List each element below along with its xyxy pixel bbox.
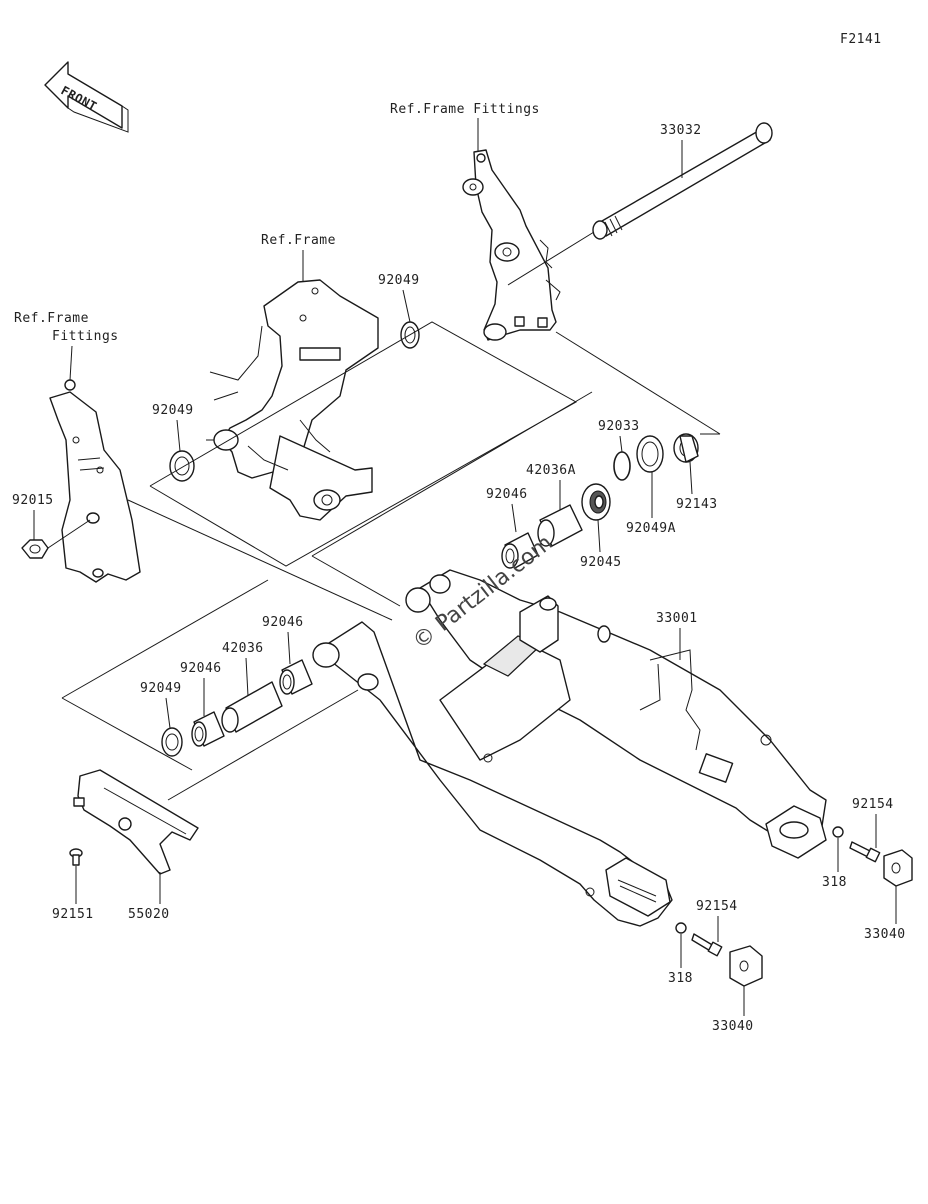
adjuster-block-33040-bottom	[729, 945, 763, 987]
label-ref-frame-fittings-top: Ref.Frame Fittings	[390, 102, 540, 117]
right-frame-fitting	[462, 149, 561, 341]
washer-92049-left	[161, 727, 183, 757]
front-arrow-icon: FRONT	[44, 61, 129, 133]
needle-bearing-92046-left	[191, 711, 225, 747]
swingarm-33001	[312, 569, 827, 927]
adjuster-block-33040-right	[883, 849, 913, 887]
nut-92015	[21, 519, 91, 559]
chain-guide-55020	[73, 769, 199, 875]
assembly-line-lower	[61, 579, 269, 699]
label-92154-right: 92154	[852, 797, 894, 812]
sleeve-42036A	[537, 504, 583, 547]
label-92015: 92015	[12, 493, 54, 508]
label-318-right: 318	[822, 875, 847, 890]
label-ref-frame-fittings-left-1: Ref.Frame	[14, 311, 89, 326]
label-55020: 55020	[128, 907, 170, 922]
label-92049A: 92049A	[626, 521, 676, 536]
assembly-box-upper	[149, 321, 578, 567]
label-92033: 92033	[598, 419, 640, 434]
label-318-bottom: 318	[668, 971, 693, 986]
label-ref-frame-fittings-left-2: Fittings	[52, 329, 119, 344]
bearing-92045	[581, 483, 611, 521]
label-92151: 92151	[52, 907, 94, 922]
assembly-line-mid	[311, 391, 593, 557]
label-ref-frame: Ref.Frame	[261, 233, 336, 248]
bolt-92154-right	[849, 841, 881, 863]
label-92049-left: 92049	[140, 681, 182, 696]
label-42036A: 42036A	[526, 463, 576, 478]
collar-318-right	[832, 826, 844, 838]
label-92049-top: 92049	[378, 273, 420, 288]
label-92049-mid: 92049	[152, 403, 194, 418]
diagram-code: F2141	[840, 32, 882, 47]
frame-section	[206, 279, 379, 521]
sleeve-42036	[221, 681, 283, 733]
label-92154-bottom: 92154	[696, 899, 738, 914]
label-92046-left: 92046	[180, 661, 222, 676]
bolt-92154-bottom	[691, 933, 723, 957]
label-92045: 92045	[580, 555, 622, 570]
circlip-92033	[613, 451, 631, 481]
label-92046-top: 92046	[262, 615, 304, 630]
collar-92143	[673, 433, 699, 463]
bolt-92151	[69, 848, 83, 866]
needle-bearing-92046-top	[279, 659, 313, 695]
left-frame-fitting	[49, 379, 141, 583]
seal-92049A	[636, 435, 664, 473]
pivot-shaft-33032	[507, 122, 773, 286]
label-92046-right: 92046	[486, 487, 528, 502]
label-92143: 92143	[676, 497, 718, 512]
label-33032: 33032	[660, 123, 702, 138]
label-33040-bottom: 33040	[712, 1019, 754, 1034]
washer-92049-mid	[169, 450, 195, 482]
label-33001: 33001	[656, 611, 698, 626]
label-33040-right: 33040	[864, 927, 906, 942]
needle-bearing-92046-right	[501, 532, 539, 569]
label-42036: 42036	[222, 641, 264, 656]
collar-318-bottom	[675, 922, 687, 934]
